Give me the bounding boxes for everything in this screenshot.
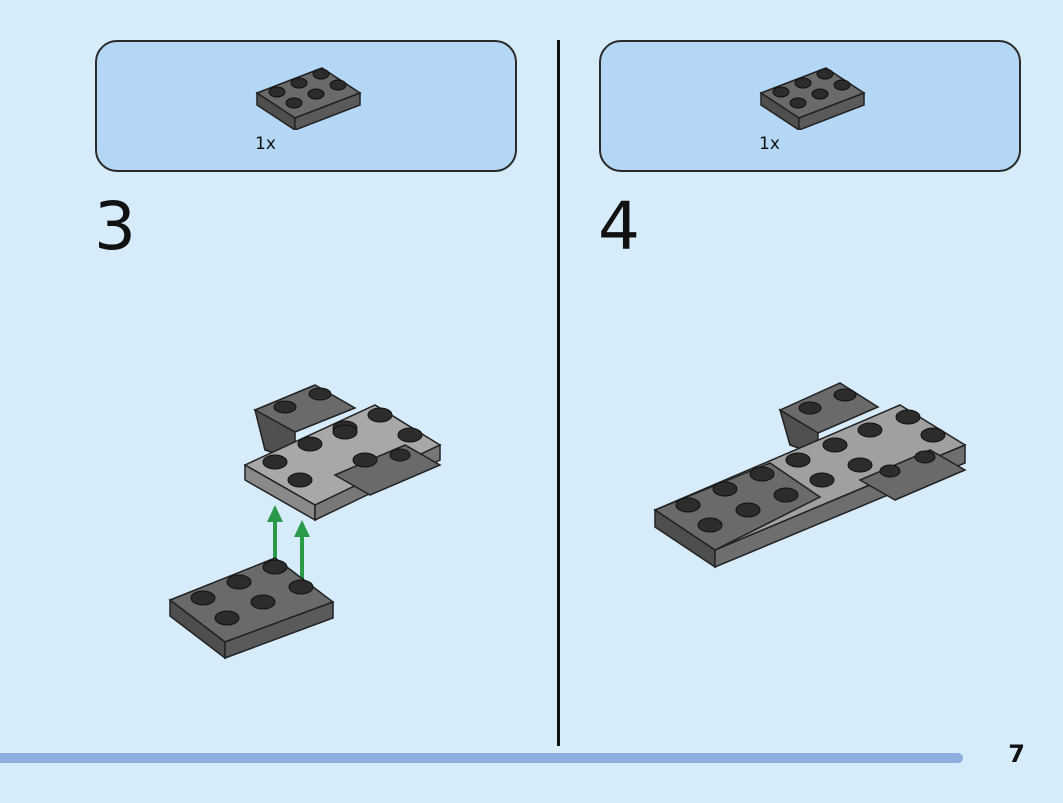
parts-callout-step-4: 1x — [599, 40, 1021, 172]
plate-2x3-dark-grey-icon — [759, 67, 866, 130]
plate-2x3-dark-grey-icon — [255, 67, 362, 130]
part-quantity: 1x — [255, 134, 276, 154]
step-number-3: 3 — [94, 188, 136, 265]
part-quantity: 1x — [759, 134, 780, 154]
page-number: 7 — [1008, 740, 1025, 768]
progress-bar — [0, 753, 963, 763]
step-4-assembly-illustration — [653, 382, 967, 569]
step-number-4: 4 — [598, 188, 640, 265]
step-3-assembly-illustration — [168, 384, 442, 660]
step-divider — [557, 40, 560, 746]
parts-callout-step-3: 1x — [95, 40, 517, 172]
